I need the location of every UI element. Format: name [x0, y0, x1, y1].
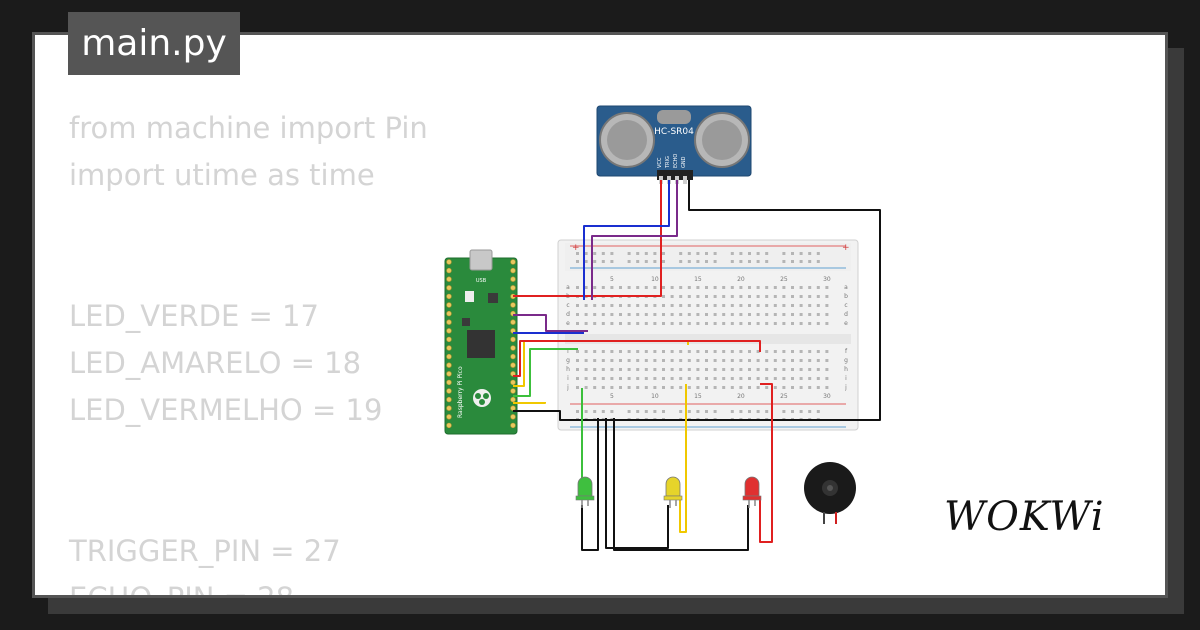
row-letter: h	[844, 366, 848, 373]
column-number: 10	[651, 276, 659, 283]
row-letter: a	[566, 284, 570, 291]
raspberry-logo-icon	[473, 389, 491, 407]
svg-text:+: +	[572, 243, 580, 253]
breadboard-holes	[576, 252, 829, 421]
row-letter: j	[844, 384, 847, 391]
row-letter: h	[566, 366, 570, 373]
pico-label: Raspberry Pi Pico	[457, 366, 464, 418]
sensor-pin-label: TRIG	[665, 156, 671, 169]
column-number: 20	[737, 276, 745, 283]
led-yellow[interactable]	[663, 476, 683, 508]
row-letter: d	[844, 311, 848, 318]
row-letter: b	[844, 293, 848, 300]
file-tab[interactable]: main.py	[68, 12, 240, 75]
column-number: 20	[737, 393, 745, 400]
sensor-pin-label: GND	[681, 156, 687, 168]
code-line: LED_VERMELHO = 19	[69, 393, 383, 427]
column-number: 5	[610, 276, 614, 283]
sensor-label: HC-SR04	[654, 127, 694, 137]
row-letter: a	[844, 284, 848, 291]
code-listing: from machine import Pin import utime as t…	[69, 105, 428, 598]
buzzer[interactable]	[804, 462, 856, 524]
usb-label: USB	[476, 278, 487, 284]
led-green[interactable]	[575, 476, 595, 508]
pico-pins	[446, 259, 516, 429]
row-letter: j	[566, 384, 569, 391]
row-letter: g	[844, 357, 848, 364]
row-letter: e	[844, 320, 848, 327]
column-number: 15	[694, 393, 702, 400]
column-number: 10	[651, 393, 659, 400]
raspberry-pi-pico[interactable]: USB Raspberry Pi Pico	[444, 249, 518, 435]
code-line: import utime as time	[69, 158, 375, 192]
leds	[575, 476, 762, 508]
sensor-pin-label: ECHO	[673, 154, 679, 168]
row-letter: f	[567, 348, 570, 355]
sensor-pin-label: VCC	[657, 157, 663, 168]
row-letter: g	[566, 357, 570, 364]
column-number: 30	[823, 276, 831, 283]
column-number: 25	[780, 276, 788, 283]
row-letter: c	[844, 302, 847, 309]
usb-connector	[469, 249, 493, 271]
row-letter: i	[567, 375, 569, 382]
row-letter: d	[566, 311, 570, 318]
wokwi-logo-text: WOKWi	[944, 494, 1105, 540]
code-line: from machine import Pin	[69, 111, 428, 145]
column-number: 15	[694, 276, 702, 283]
column-number: 30	[823, 393, 831, 400]
wires	[513, 180, 881, 551]
code-line: LED_AMARELO = 18	[69, 346, 362, 380]
row-letter: e	[566, 320, 570, 327]
breadboard-column-numbers: 5 5 10 10 15 15 20 20 25 25 30 30	[610, 276, 831, 400]
column-number: 5	[610, 393, 614, 400]
code-line: TRIGGER_PIN = 27	[69, 534, 341, 568]
row-letter: c	[566, 302, 569, 309]
file-tab-label: main.py	[81, 23, 227, 64]
code-line: LED_VERDE = 17	[69, 299, 319, 333]
rp2040-chip	[467, 330, 495, 358]
row-letter: f	[845, 348, 848, 355]
column-number: 25	[780, 393, 788, 400]
led-red[interactable]	[742, 476, 762, 508]
code-line: ECHO_PIN = 28	[69, 581, 295, 598]
svg-text:+: +	[842, 243, 850, 253]
wokwi-logo: WOKWi	[944, 494, 1116, 544]
row-letter: i	[845, 375, 847, 382]
